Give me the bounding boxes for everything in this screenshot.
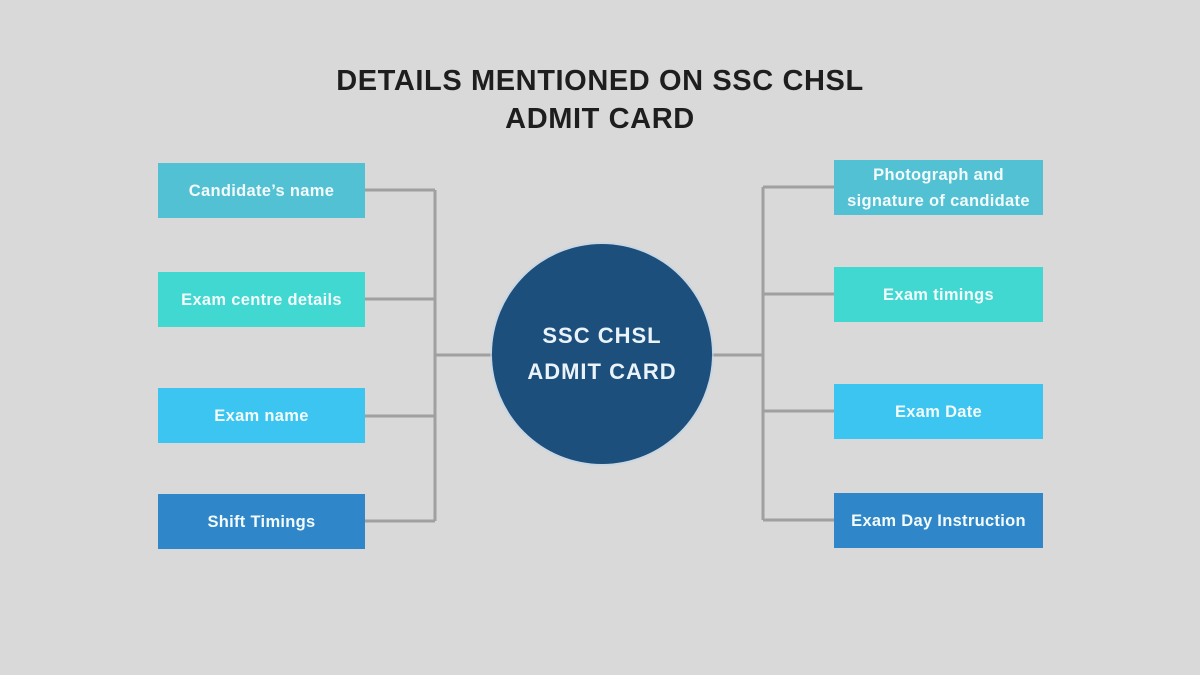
node-shift-timings: Shift Timings xyxy=(158,494,365,549)
title-line-2: ADMIT CARD xyxy=(505,103,695,135)
node-photo-signature: Photograph and signature of candidate xyxy=(834,160,1043,215)
title-line-1: DETAILS MENTIONED ON SSC CHSL xyxy=(336,65,864,97)
node-exam-centre-details: Exam centre details xyxy=(158,272,365,327)
node-exam-name: Exam name xyxy=(158,388,365,443)
right-connector-path xyxy=(710,185,834,522)
node-exam-day-instruction: Exam Day Instruction xyxy=(834,493,1043,548)
page-title: DETAILS MENTIONED ON SSC CHSL ADMIT CARD xyxy=(0,62,1200,138)
center-node-line-2: ADMIT CARD xyxy=(527,359,677,384)
center-node-line-1: SSC CHSL xyxy=(542,323,662,348)
left-connector-path xyxy=(365,188,494,523)
center-node-ssc-chsl-admit-card: SSC CHSL ADMIT CARD xyxy=(492,244,712,464)
node-exam-timings: Exam timings xyxy=(834,267,1043,322)
node-candidates-name: Candidate’s name xyxy=(158,163,365,218)
node-exam-date: Exam Date xyxy=(834,384,1043,439)
